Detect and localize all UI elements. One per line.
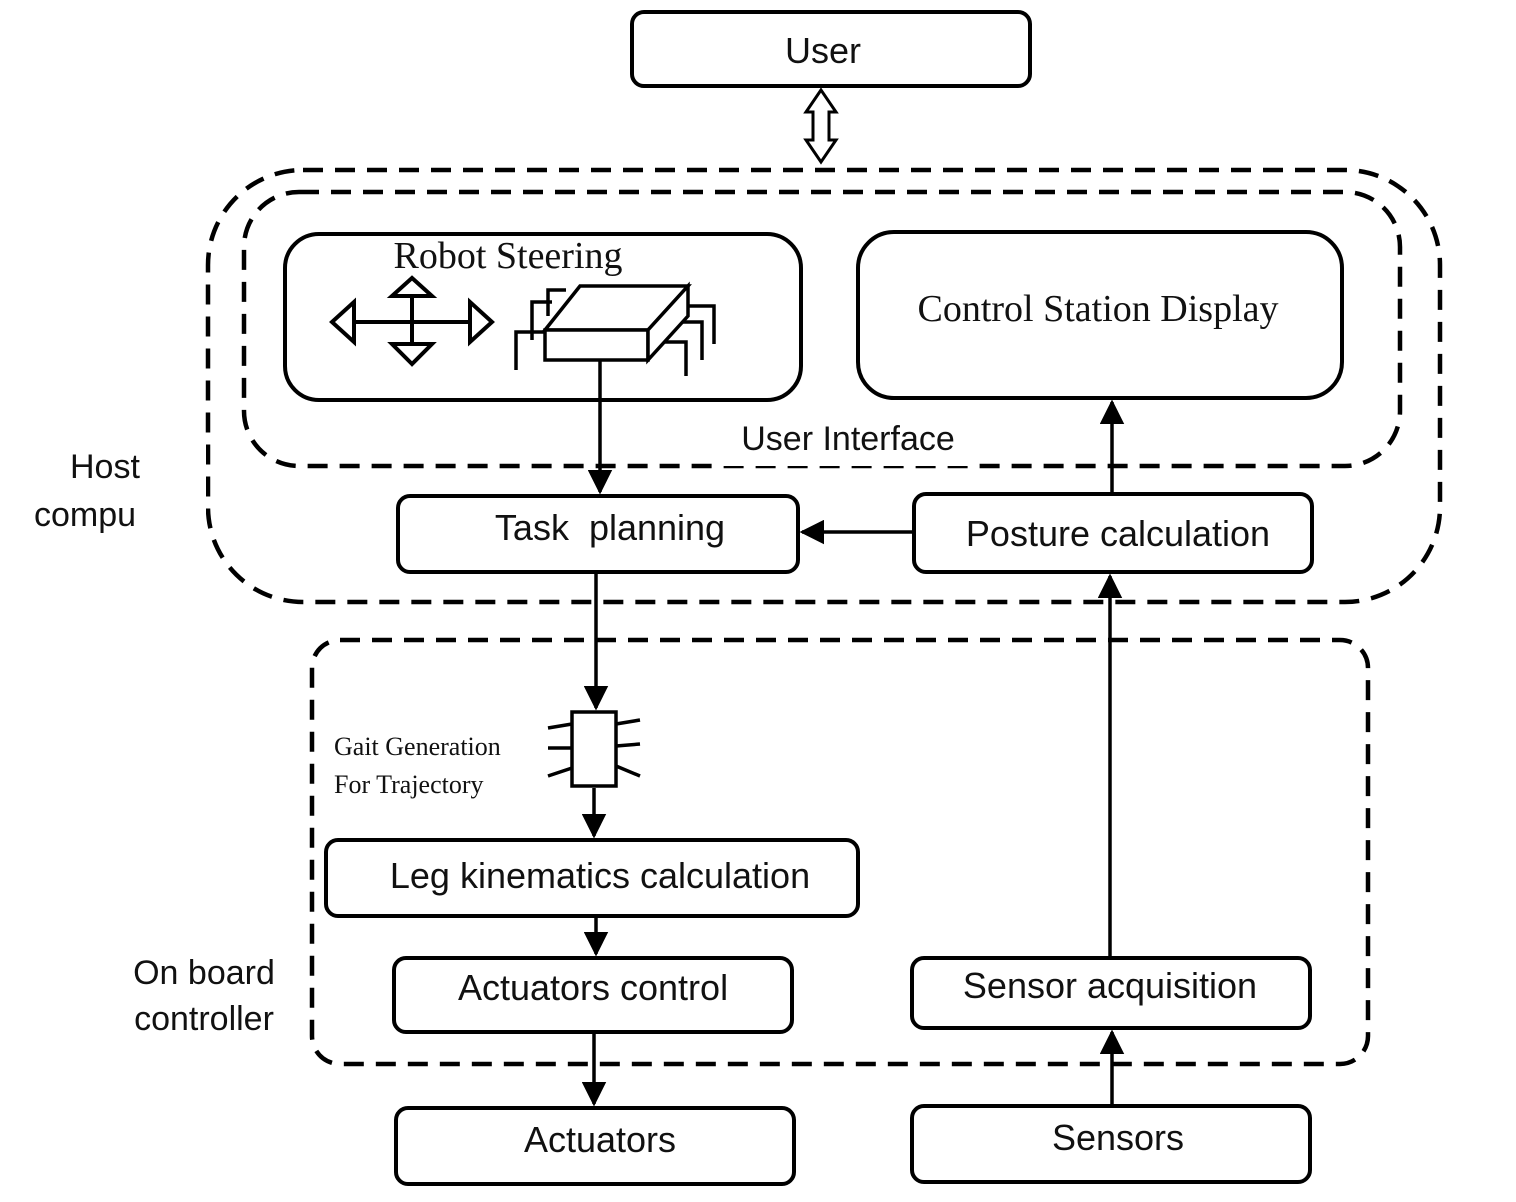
task-planning-box <box>396 494 800 574</box>
control-station-display-box <box>856 230 1344 400</box>
actuators-label: Actuators <box>524 1119 676 1160</box>
leg-kinematics-label: Leg kinematics calculation <box>390 855 810 896</box>
user-label: User <box>785 30 861 71</box>
posture-calculation-label: Posture calculation <box>966 513 1270 554</box>
host-computer-region <box>205 167 1443 605</box>
sensors-label: Sensors <box>1052 1117 1184 1158</box>
four-way-arrow-icon <box>329 275 495 367</box>
posture-calculation-box <box>912 492 1314 574</box>
actuators-control-label: Actuators control <box>458 967 728 1008</box>
gait-chip-icon <box>547 710 641 788</box>
task-planning-label: Task planning <box>495 507 725 548</box>
user-interface-label: User Interface <box>741 420 955 458</box>
actuators-control-box <box>392 956 794 1034</box>
gait-generation-label-line1: Gait Generation <box>334 732 501 761</box>
sensor-acquisition-label: Sensor acquisition <box>963 965 1257 1006</box>
hexapod-robot-icon <box>514 281 716 376</box>
onboard-controller-label-line2: controller <box>134 1000 274 1038</box>
gait-generation-label-line2: For Trajectory <box>334 770 484 799</box>
actuators-box <box>394 1106 796 1186</box>
robot-steering-label: Robot Steering <box>393 235 622 277</box>
onboard-controller-region <box>309 637 1371 1067</box>
host-computer-label-line2: compu <box>34 496 136 534</box>
sensors-box <box>910 1104 1312 1184</box>
control-station-display-label: Control Station Display <box>918 288 1279 330</box>
leg-kinematics-box <box>324 838 860 918</box>
sensor-acquisition-box <box>910 956 1312 1030</box>
user-box <box>630 10 1032 88</box>
bidirectional-arrow-icon <box>803 87 839 165</box>
host-computer-label-line1: Host <box>70 448 140 486</box>
onboard-controller-label-line1: On board <box>133 954 275 992</box>
